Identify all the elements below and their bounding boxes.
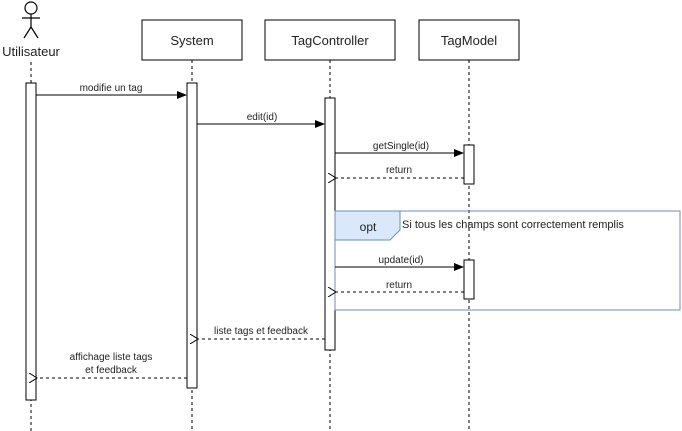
opt-guard-label: Si tous les champs sont correctement rem… — [402, 219, 624, 231]
actor-figure — [22, 1, 40, 39]
message-8-label-line2: et feedback — [85, 365, 138, 376]
model-activation-2 — [463, 259, 475, 300]
opt-fragment — [334, 210, 681, 311]
message-2-label: edit(id) — [247, 112, 278, 123]
message-5-label: update(id) — [378, 255, 423, 266]
system-box — [141, 19, 243, 61]
opt-fragment-tab — [334, 210, 401, 241]
actor-activation — [25, 82, 37, 401]
message-4-label: return — [386, 165, 412, 176]
opt-operator-label: opt — [360, 220, 377, 234]
system-activation — [186, 82, 198, 389]
message-1-label: modifie un tag — [80, 83, 143, 94]
message-7-label: liste tags et feedback — [214, 326, 309, 337]
controller-activation — [324, 97, 336, 351]
message-6-label: return — [386, 280, 412, 291]
message-3-label: getSingle(id) — [373, 141, 429, 152]
controller-label: TagController — [291, 33, 369, 48]
model-label: TagModel — [441, 33, 497, 48]
controller-box — [264, 19, 396, 61]
model-activation-1 — [463, 144, 475, 185]
model-box — [418, 19, 520, 61]
message-8-label-line1: affichage liste tags — [70, 352, 153, 363]
system-label: System — [170, 33, 213, 48]
actor-label: Utilisateur — [2, 44, 60, 59]
